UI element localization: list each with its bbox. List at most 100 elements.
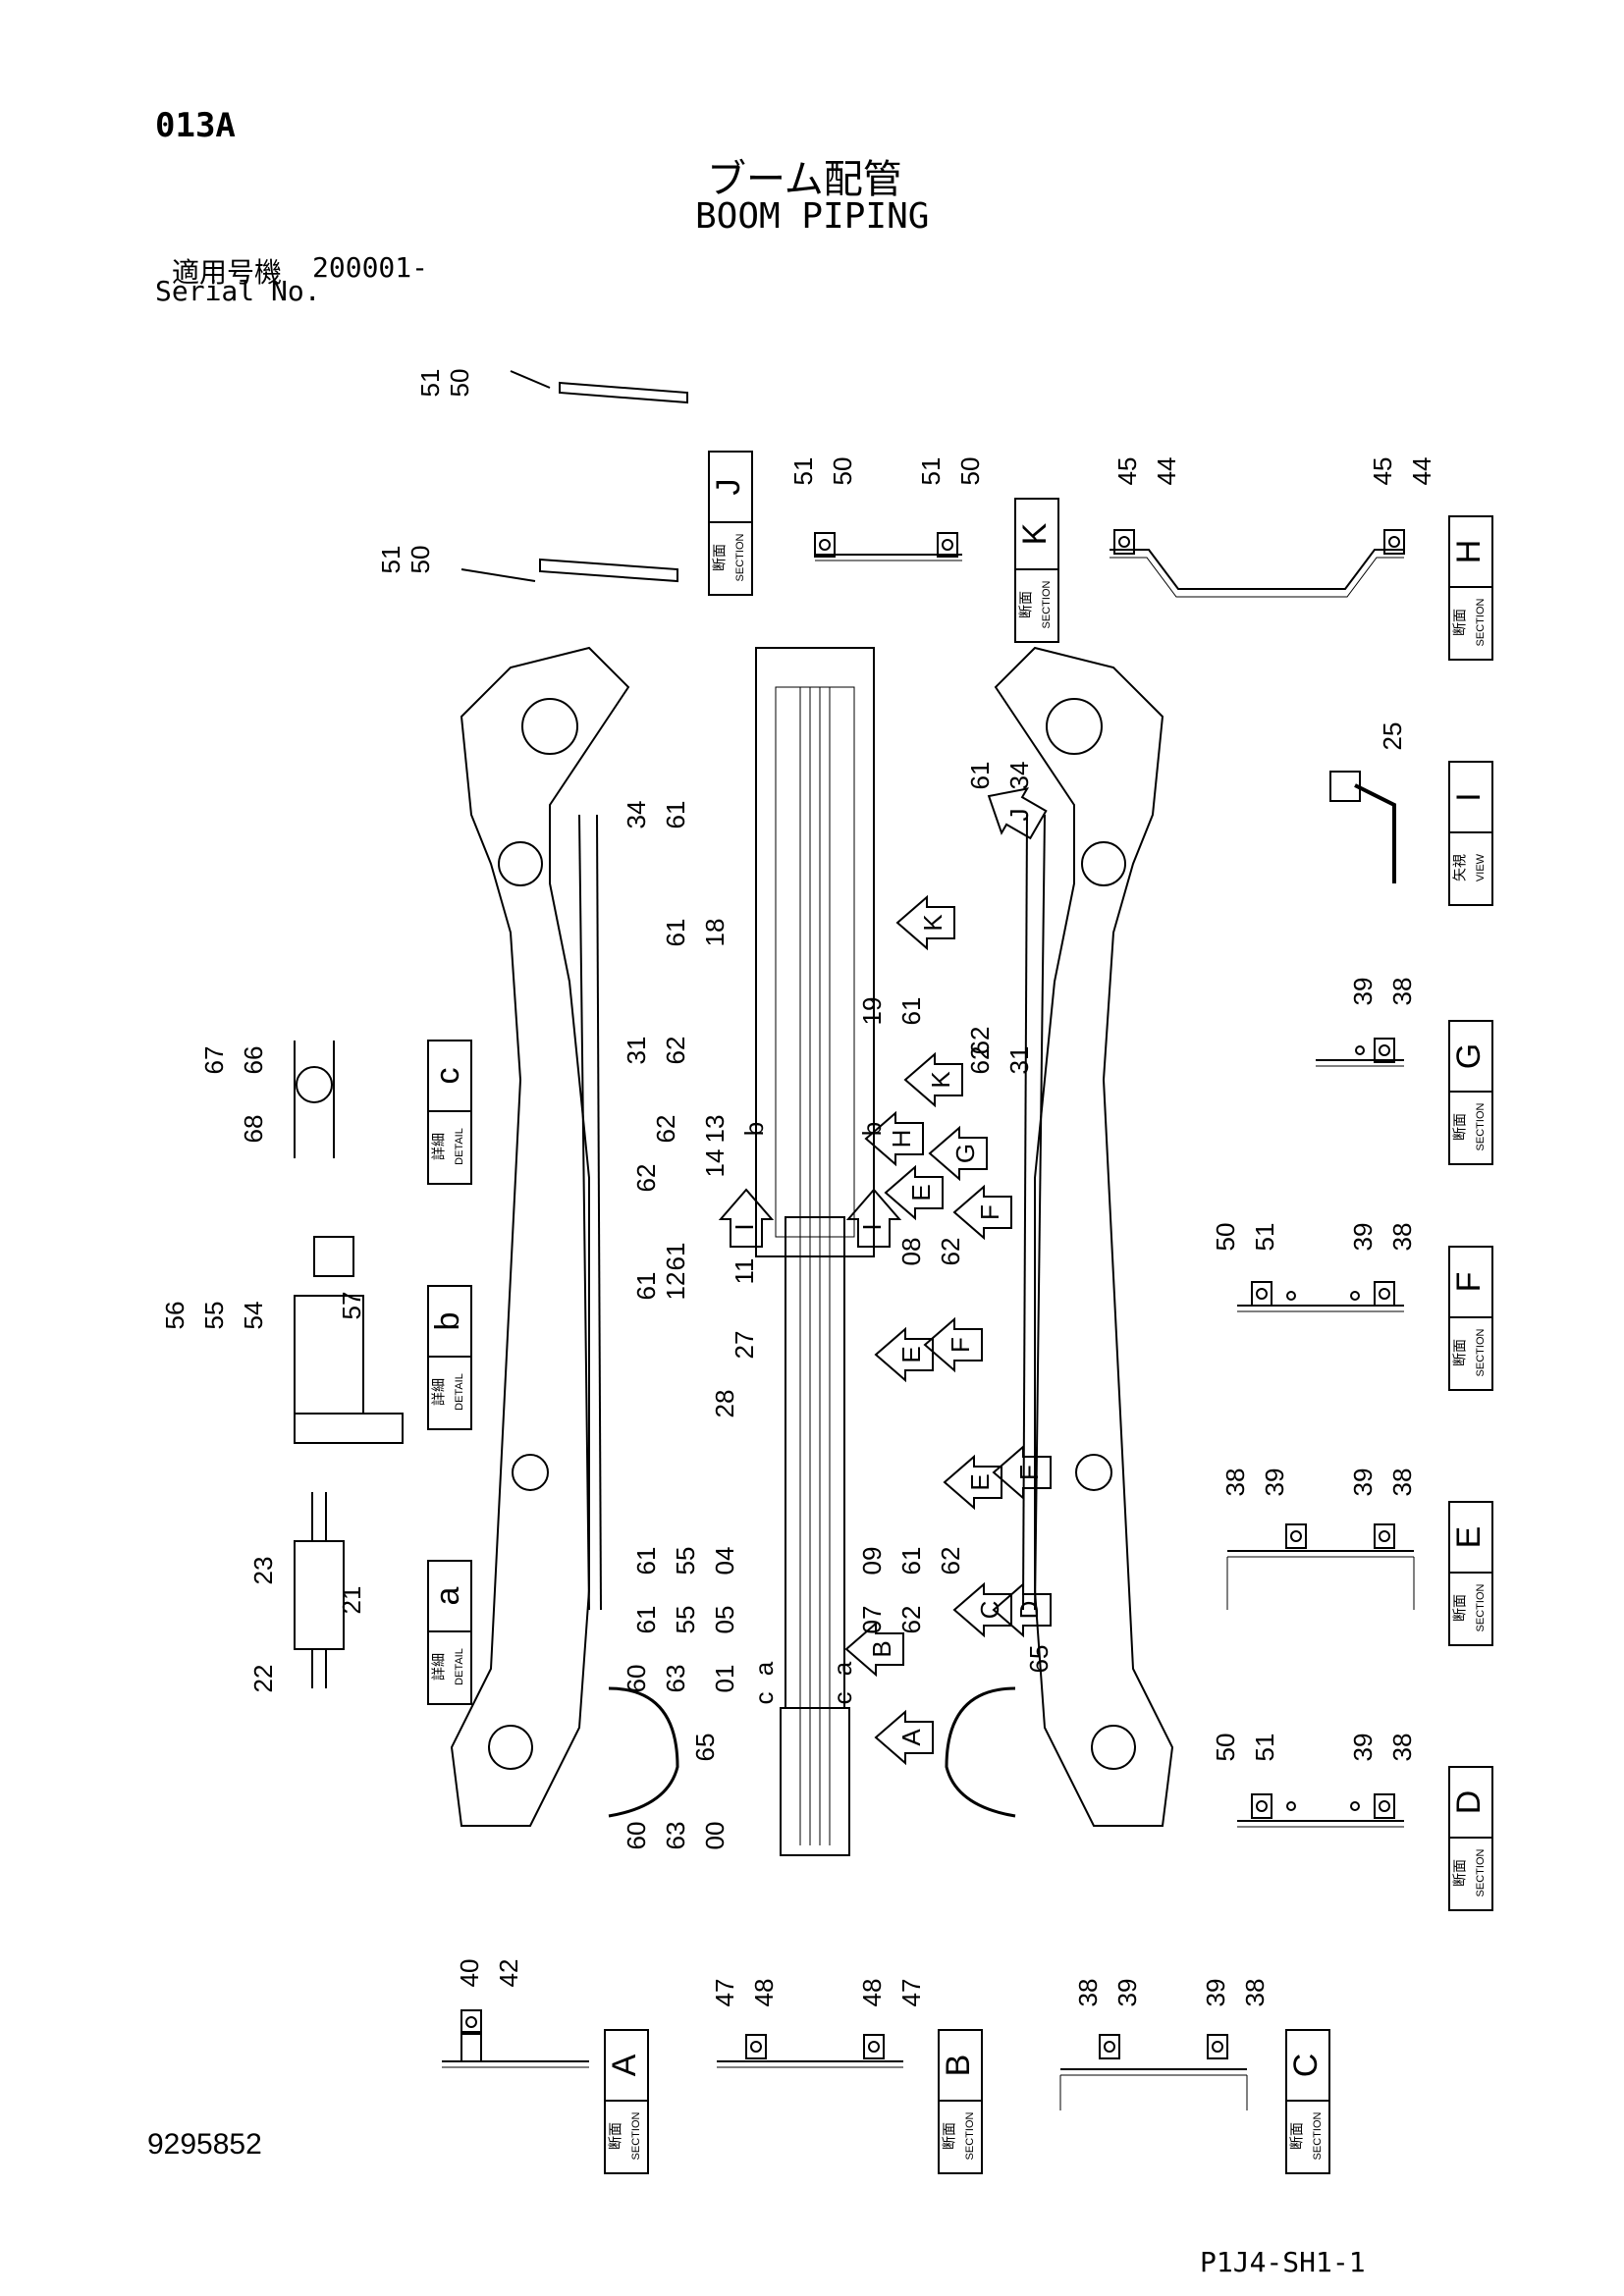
left-boom-pipe (596, 814, 602, 1611)
section-c-number: 39 (1112, 1979, 1142, 2007)
section-d-number: 51 (1250, 1734, 1279, 1762)
detail-a-body (294, 1540, 345, 1650)
part-number: 61 (965, 762, 995, 790)
clamp-block (863, 2034, 885, 2059)
detail-b-number: 54 (239, 1302, 268, 1330)
section-j-number: 50 (955, 457, 985, 486)
detail-box-c-caption-jp: 詳細 (431, 1133, 447, 1160)
view-box-i-letter: I (1450, 792, 1488, 801)
sheet-number: P1J4-SH1-1 (1200, 2246, 1366, 2278)
hole (1350, 1801, 1360, 1811)
section-c-number: 38 (1240, 1979, 1270, 2007)
section-a-number: 40 (455, 1959, 484, 1988)
section-box-e-caption-en: SECTION (1475, 1584, 1487, 1632)
detail-c-pipe (294, 1041, 335, 1158)
part-number: 07 (857, 1606, 887, 1634)
detail-box-b-letter: b (429, 1312, 466, 1331)
section-arrow (845, 1188, 902, 1248)
part-number: 04 (710, 1547, 739, 1575)
clamp-block (1099, 2034, 1120, 2059)
detail-b-base (294, 1413, 404, 1444)
section-arrow-label: F (975, 1204, 1004, 1220)
detail-box-b-caption-en: DETAIL (454, 1373, 465, 1411)
part-number: 62 (896, 1606, 926, 1634)
left-boom-pin (498, 841, 543, 886)
part-number: 60 (622, 1665, 651, 1693)
center-boom-foot (780, 1707, 850, 1856)
section-box-d-caption-jp: 断面 (1452, 1859, 1468, 1887)
section-arrow-label: A (896, 1729, 926, 1746)
detail-box-b-caption-box (427, 1356, 472, 1430)
clamp-block (1374, 1038, 1395, 1063)
section-arrow (987, 787, 1048, 840)
title-english: BOOM PIPING (695, 196, 930, 237)
clamp-block (937, 532, 958, 558)
section-box-b-caption-box (938, 2100, 983, 2174)
part-number: 51 (376, 546, 406, 574)
part-number: 14 (700, 1149, 730, 1178)
section-box-a-letter: A (606, 2054, 643, 2076)
section-arrow (943, 1454, 1002, 1511)
section-box-g-caption-box (1448, 1091, 1493, 1165)
clamp-bolt (942, 539, 953, 551)
section-box-j-caption-box (708, 521, 753, 596)
left-boom-pin (521, 698, 578, 755)
part-number: 61 (661, 801, 690, 829)
part-number: 34 (622, 801, 651, 829)
left-boom-pin (488, 1725, 533, 1770)
detail-b-number: 56 (160, 1302, 189, 1330)
part-number: 65 (1024, 1645, 1054, 1674)
part-number: 62 (936, 1547, 965, 1575)
section-box-d-caption-box (1448, 1837, 1493, 1911)
section-b-number: 47 (710, 1979, 739, 2007)
clamp-bolt (819, 539, 831, 551)
section-box-h-letter: H (1450, 540, 1488, 564)
section-arrow-label: E (965, 1473, 995, 1490)
section-arrow-label: J (1004, 809, 1034, 822)
clamp-bolt (1379, 1288, 1390, 1300)
part-number: 62 (651, 1115, 680, 1144)
section-box-e-letter: E (1450, 1526, 1488, 1549)
clamp-block (1207, 2034, 1228, 2059)
detail-b-number: 55 (199, 1302, 229, 1330)
center-boom-top (755, 647, 875, 1257)
section-arrow (884, 1164, 944, 1221)
clamp-block (1251, 1281, 1272, 1307)
right-boom-pin (1091, 1725, 1136, 1770)
part-number: c (828, 1692, 857, 1705)
right-boom-pin (1046, 698, 1103, 755)
clamp-block (1374, 1523, 1395, 1549)
section-box-c-caption-jp: 断面 (1289, 2122, 1305, 2150)
left-boom-pin (512, 1454, 549, 1491)
part-number: 01 (710, 1665, 739, 1693)
part-number: 00 (700, 1822, 730, 1850)
section-arrow-label: C (975, 1601, 1004, 1620)
section-arrow-label: D (1014, 1601, 1044, 1620)
view-box-i-caption-jp: 矢視 (1452, 854, 1468, 881)
clamp-bolt (1290, 1530, 1302, 1542)
section-f-number: 39 (1348, 1223, 1378, 1252)
clamp-bolt (1388, 536, 1400, 548)
part-number: 08 (896, 1238, 926, 1266)
section-e-number: 39 (1348, 1468, 1378, 1497)
section-arrow-label: F (1014, 1465, 1044, 1480)
section-arrow (895, 894, 955, 951)
left-boom-pipe (578, 814, 590, 1611)
center-boom-lower (785, 1216, 845, 1709)
view-i-number: 25 (1378, 722, 1407, 751)
detail-box-b-caption-jp: 詳細 (431, 1378, 447, 1406)
section-e-number: 38 (1220, 1468, 1250, 1497)
view-box-i-caption-en: VIEW (1475, 853, 1487, 881)
section-h-number: 44 (1152, 457, 1181, 486)
clamp-block (1285, 1523, 1307, 1549)
section-box-e-caption-jp: 断面 (1452, 1594, 1468, 1622)
left-boom-outline (450, 646, 630, 1827)
section-arrow (718, 1188, 775, 1248)
hole (1286, 1801, 1296, 1811)
section-arrow-label: I (857, 1223, 887, 1230)
section-box-j-caption-jp: 断面 (712, 544, 728, 571)
part-number: 05 (710, 1606, 739, 1634)
detail-box-a-caption-box (427, 1630, 472, 1705)
hole (1350, 1291, 1360, 1301)
